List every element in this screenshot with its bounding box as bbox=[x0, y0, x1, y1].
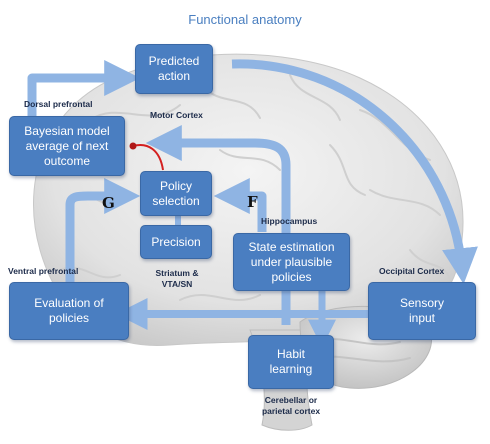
occipital-cortex-label: Occipital Cortex bbox=[379, 266, 445, 276]
striatum-label: Striatum & VTA/SN bbox=[155, 268, 199, 289]
f-label: F bbox=[247, 193, 258, 211]
inhibition-dot bbox=[129, 142, 137, 150]
arrow-bayesian-to-predicted bbox=[27, 60, 141, 116]
bayesian-model-box: Bayesian model average of next outcome bbox=[9, 116, 125, 176]
predicted-action-box: Predicted action bbox=[135, 44, 213, 94]
ventral-prefrontal-label: Ventral prefrontal bbox=[8, 266, 79, 276]
state-estimation-box: State estimation under plausible policie… bbox=[233, 233, 350, 291]
cerebellar-label: Cerebellar or parietal cortex bbox=[261, 395, 321, 416]
precision-box: Precision bbox=[140, 225, 212, 259]
sensory-input-box: Sensory input bbox=[368, 282, 476, 340]
evaluation-box: Evaluation of policies bbox=[9, 282, 129, 340]
arrow-habit-to-bayesian bbox=[145, 125, 291, 325]
hippocampus-label: Hippocampus bbox=[261, 216, 318, 226]
g-label: G bbox=[102, 194, 115, 212]
habit-learning-box: Habit learning bbox=[248, 335, 334, 389]
policy-selection-box: Policy selection bbox=[140, 171, 212, 216]
arrow-predicted-to-sensory bbox=[231, 59, 478, 285]
arrow-state-to-policy bbox=[213, 178, 267, 232]
inhibition-link bbox=[132, 144, 164, 171]
motor-cortex-label: Motor Cortex bbox=[150, 110, 203, 120]
arrow-evaluation-to-policy bbox=[65, 178, 141, 282]
diagram-title: Functional anatomy bbox=[188, 12, 302, 27]
dorsal-prefrontal-label: Dorsal prefrontal bbox=[24, 99, 93, 109]
